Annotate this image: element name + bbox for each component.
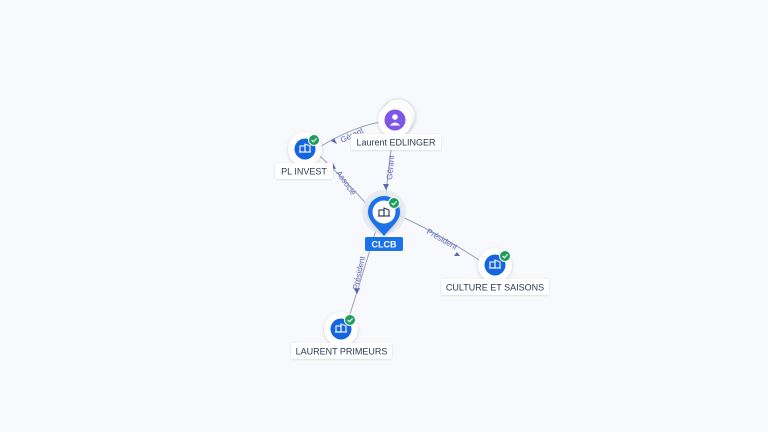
edge-clcb-culture: Président <box>399 215 483 263</box>
building-icon <box>335 323 347 333</box>
node-label-box <box>291 343 392 359</box>
node-label: CULTURE ET SAISONS <box>446 283 544 293</box>
person-icon <box>389 114 401 126</box>
node-label-box <box>275 163 333 179</box>
node-laurent-primeurs[interactable]: LAURENT PRIMEURS <box>291 312 392 359</box>
center-label: CLCB <box>372 240 397 250</box>
node-label: PL INVEST <box>281 167 327 177</box>
check-badge-icon <box>388 197 400 209</box>
edge-arrow <box>383 184 389 190</box>
node-laurent-edlinger[interactable]: Laurent EDLINGER <box>351 98 441 150</box>
node-label: Laurent EDLINGER <box>356 138 436 148</box>
check-badge-icon <box>308 134 320 146</box>
building-icon <box>489 259 501 269</box>
edge-arrow <box>454 252 460 256</box>
edge-label: Associé <box>334 169 358 198</box>
check-badge-icon <box>344 314 356 326</box>
person-icon-bg <box>384 109 406 131</box>
building-icon <box>299 143 311 153</box>
node-clcb-center[interactable]: CLCB <box>362 190 406 251</box>
edge-label: Président <box>425 227 459 252</box>
check-badge-icon <box>499 250 511 262</box>
node-pl-invest[interactable]: PL INVEST <box>275 132 333 179</box>
node-culture-et-saisons[interactable]: CULTURE ET SAISONS <box>441 248 549 295</box>
node-label-box <box>351 134 441 150</box>
edge-edlinger-clcb: Gérant <box>383 149 396 197</box>
edge-arrow <box>354 288 360 294</box>
edge-label: Président <box>351 255 367 291</box>
edge-arrow <box>331 138 337 144</box>
center-label-box <box>365 237 403 251</box>
node-label: LAURENT PRIMEURS <box>296 347 388 357</box>
edge-label: Gérant <box>385 154 396 180</box>
building-icon <box>378 207 390 217</box>
node-label-box <box>441 279 549 295</box>
